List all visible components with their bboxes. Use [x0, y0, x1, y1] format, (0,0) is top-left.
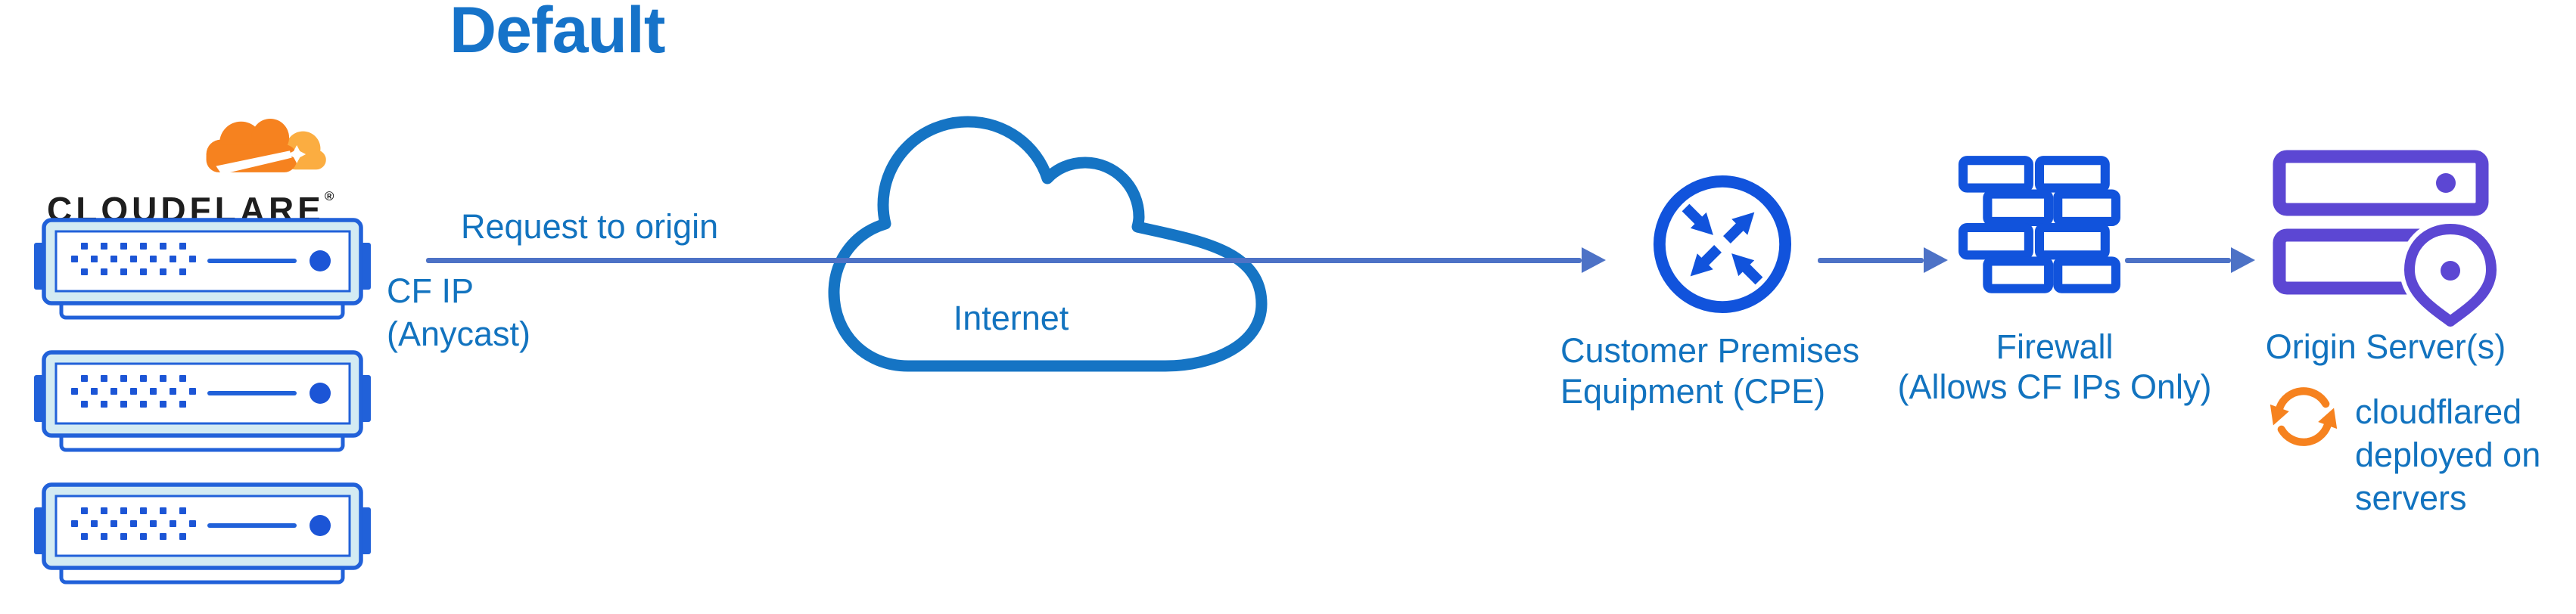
- location-pin-icon: [2400, 219, 2497, 331]
- cpe-label: Customer Premises Equipment (CPE): [1560, 330, 1859, 412]
- cpe-firewall-arrow-line: [1818, 258, 1924, 263]
- firewall-label: Firewall (Allows CF IPs Only): [1862, 327, 2248, 407]
- registered-trademark: ®: [324, 189, 334, 203]
- cpe-firewall-arrowhead-icon: [1924, 247, 1948, 273]
- firewall-label-line2: (Allows CF IPs Only): [1897, 367, 2212, 406]
- origin-servers-label: Origin Server(s): [2265, 327, 2506, 366]
- diagram-title: Default: [450, 0, 665, 67]
- anycast-line: (Anycast): [387, 315, 531, 353]
- internet-cloud-icon: [828, 116, 1268, 372]
- cloudflare-cloud-icon: [206, 119, 326, 175]
- request-arrowhead-icon: [1582, 247, 1606, 273]
- cloudflared-refresh-icon: [2270, 387, 2338, 446]
- cloudflared-note-line3: servers: [2355, 479, 2467, 517]
- request-to-origin-label: Request to origin: [461, 207, 719, 246]
- internet-label: Internet: [953, 299, 1069, 337]
- cpe-label-line2: Equipment (CPE): [1560, 372, 1826, 411]
- firewall-brick-icon: [1958, 156, 2120, 293]
- cpe-label-line1: Customer Premises: [1560, 331, 1860, 370]
- cpe-router-icon: [1653, 175, 1792, 314]
- cf-ip-anycast-label: CF IP (Anycast): [387, 269, 530, 355]
- origin-servers-icon: [2273, 150, 2497, 331]
- cloudflared-note-line1: cloudflared: [2355, 392, 2522, 431]
- firewall-origin-arrow-line: [2125, 258, 2231, 263]
- cf-ip-line: CF IP: [387, 271, 474, 310]
- edge-server-icon: [34, 482, 371, 588]
- cloudflared-note-line2: deployed on: [2355, 436, 2541, 474]
- edge-server-icon: [34, 218, 371, 324]
- request-arrow-line: [426, 258, 1582, 263]
- cloudflared-note: cloudflared deployed on servers: [2355, 390, 2540, 519]
- edge-server-icon: [34, 350, 371, 456]
- firewall-label-line1: Firewall: [1996, 327, 2114, 366]
- firewall-origin-arrowhead-icon: [2231, 247, 2255, 273]
